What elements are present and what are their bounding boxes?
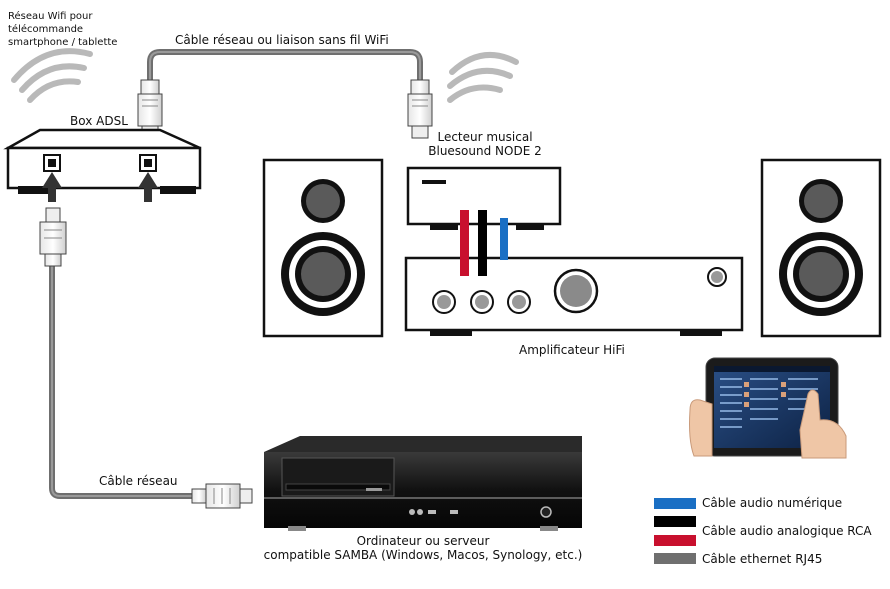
wifi-icon-router <box>11 48 93 103</box>
digital-audio-cable-blue <box>500 218 508 260</box>
hifi-amplifier <box>404 256 744 336</box>
legend-swatch-rca-black <box>654 516 696 527</box>
network-cable-label: Câble réseau <box>99 474 178 488</box>
bluesound-node-player <box>406 166 562 230</box>
legend-swatch-rca-red <box>654 535 696 546</box>
box-adsl-label: Box ADSL <box>70 114 128 128</box>
speaker-left <box>262 158 384 338</box>
wifi-network-line-2: télécommande <box>8 24 84 35</box>
wifi-network-line-1: Réseau Wifi pour <box>8 11 93 22</box>
tablet-remote <box>689 357 847 459</box>
arrow-icon-router-left <box>42 172 62 202</box>
wifi-network-label: Réseau Wifi pour télécommande smartphone… <box>8 10 117 49</box>
legend-label-digital: Câble audio numérique <box>702 496 843 510</box>
player-label: Lecteur musical Bluesound NODE 2 <box>420 130 550 158</box>
network-or-wifi-label: Câble réseau ou liaison sans fil WiFi <box>175 33 389 47</box>
computer-server <box>264 436 582 531</box>
ethernet-cable-router-player <box>147 49 423 82</box>
rj45-plug-computer <box>191 483 253 509</box>
adsl-router <box>3 128 202 194</box>
computer-label-line-2: compatible SAMBA (Windows, Macos, Synolo… <box>263 548 583 562</box>
player-label-line-2: Bluesound NODE 2 <box>428 144 542 158</box>
wifi-icon-player <box>447 52 519 103</box>
rj45-plug-router-bottom <box>39 207 67 267</box>
ethernet-cable-router-computer <box>49 260 195 499</box>
rca-cable-black <box>478 210 487 276</box>
legend-swatch-digital <box>654 498 696 509</box>
player-label-line-1: Lecteur musical <box>437 130 533 144</box>
legend-label-ethernet: Câble ethernet RJ45 <box>702 552 823 566</box>
wifi-network-line-3: smartphone / tablette <box>8 37 118 48</box>
amplifier-label: Amplificateur HiFi <box>519 343 625 357</box>
legend-label-rca: Câble audio analogique RCA <box>702 524 872 538</box>
computer-label: Ordinateur ou serveur compatible SAMBA (… <box>262 534 584 562</box>
speaker-right <box>760 158 882 338</box>
arrow-icon-router-right <box>138 172 158 202</box>
rca-cable-red <box>460 210 469 276</box>
rj45-plug-player-top <box>407 79 433 139</box>
computer-label-line-1: Ordinateur ou serveur <box>356 534 490 548</box>
legend-swatch-ethernet <box>654 553 696 564</box>
